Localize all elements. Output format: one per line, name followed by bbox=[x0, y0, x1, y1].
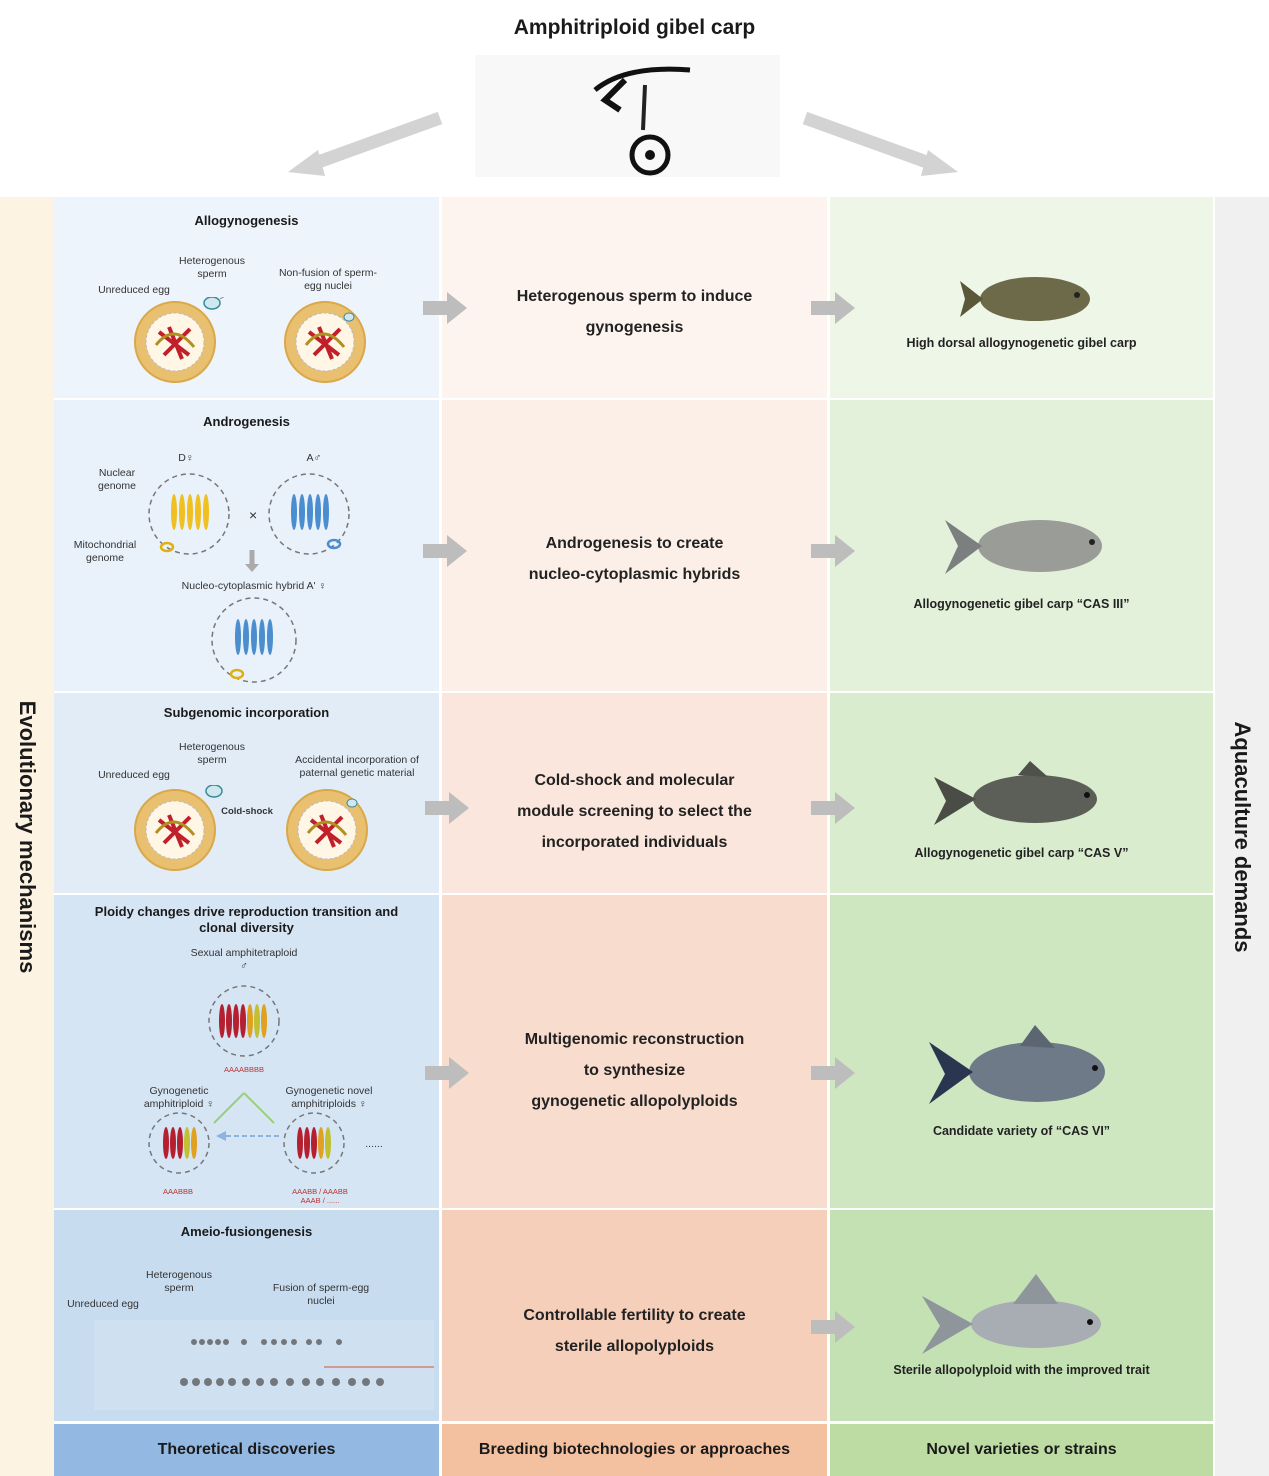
hybrid-label: Nucleo-cytoplasmic hybrid A' ♀ bbox=[181, 580, 327, 592]
arrow-right-icon bbox=[811, 1057, 855, 1089]
gynogenetic-amphitriploid-label: Gynogenetic amphitriploid ♀ bbox=[143, 1085, 215, 1110]
approach-line: to synthesize bbox=[583, 1062, 686, 1079]
arrow-right-icon bbox=[423, 535, 467, 567]
approach-line: Multigenomic reconstruction bbox=[524, 1031, 745, 1048]
variety-cell-1: High dorsal allogynogenetic gibel carp bbox=[830, 197, 1213, 398]
fish-image bbox=[929, 1025, 1105, 1104]
fish-image bbox=[945, 520, 1102, 574]
approach-line: Cold-shock and molecular bbox=[534, 772, 735, 789]
variety-cell-3: Allogynogenetic gibel carp “CAS V” bbox=[830, 693, 1213, 893]
gibel-carp-sketch bbox=[475, 55, 780, 177]
mechanism-cell-ameio: Ameio-fusiongenesis Heterogenous sperm U… bbox=[54, 1210, 439, 1421]
incorporation-label: Accidental incorporation of paternal gen… bbox=[295, 754, 419, 779]
sexual-amphitetraploid-label: Sexual amphitetraploid ♂ bbox=[190, 947, 298, 972]
approach-line: incorporated individuals bbox=[541, 834, 728, 851]
evolutionary-mechanisms-label: Evolutionary mechanisms bbox=[15, 700, 40, 973]
right-side-bar: Aquaculture demands bbox=[1215, 197, 1269, 1476]
arrow-right-icon bbox=[423, 292, 467, 324]
approach-line: nucleo-cytoplasmic hybrids bbox=[528, 566, 741, 583]
diagram-title: Amphitriploid gibel carp bbox=[513, 16, 756, 39]
mechanism-cell-androgenesis: Androgenesis D♀ A♂ Nuclear genome Mitoch… bbox=[54, 400, 439, 691]
variety-name: High dorsal allogynogenetic gibel carp bbox=[906, 336, 1137, 350]
approach-line: sterile allopolyploids bbox=[554, 1338, 715, 1355]
mechanism-cell-allogynogenesis: Allogynogenesis Heterogenous sperm Unred… bbox=[54, 197, 439, 398]
egg-label: Unreduced egg bbox=[98, 769, 170, 781]
ellipsis-label: ...... bbox=[365, 1138, 383, 1150]
left-side-bar: Evolutionary mechanisms bbox=[0, 197, 54, 1476]
left-branch-arrow bbox=[288, 111, 443, 176]
arrow-right-icon bbox=[425, 792, 469, 824]
d-female-label: D♀ bbox=[178, 452, 194, 464]
subgenomic-illustration bbox=[134, 785, 368, 871]
aaaabbbb-label: AAAABBBB bbox=[223, 1065, 265, 1074]
approach-line: Controllable fertility to create bbox=[523, 1307, 746, 1324]
fish-image bbox=[922, 1274, 1101, 1354]
approach-line: module screening to select the bbox=[517, 803, 752, 820]
approach-line: Androgenesis to create bbox=[545, 535, 724, 552]
mechanism-cell-ploidy: Ploidy changes drive reproduction transi… bbox=[54, 895, 439, 1208]
svg-text:×: × bbox=[249, 507, 257, 523]
approach-cell-2: Androgenesis to create nucleo-cytoplasmi… bbox=[442, 400, 827, 691]
arrow-right-icon bbox=[425, 1057, 469, 1089]
approach-cell-4: Multigenomic reconstruction to synthesiz… bbox=[442, 895, 827, 1208]
right-branch-arrow bbox=[802, 111, 958, 176]
approach-cell-5: Controllable fertility to create sterile… bbox=[442, 1210, 827, 1421]
arrow-right-icon bbox=[811, 535, 855, 567]
variety-cell-5: Sterile allopolyploid with the improved … bbox=[830, 1210, 1213, 1421]
fish-image bbox=[960, 277, 1090, 321]
mechanism-title: Allogynogenesis bbox=[194, 213, 299, 228]
ameio-blurred-illustration bbox=[94, 1320, 434, 1410]
approach-cell-3: Cold-shock and molecular module screenin… bbox=[442, 693, 827, 893]
egg-label: Unreduced egg bbox=[67, 1298, 139, 1310]
footer-novel-varieties: Novel varieties or strains bbox=[830, 1424, 1213, 1476]
variety-cell-4: Candidate variety of “CAS VI” bbox=[830, 895, 1213, 1208]
allogynogenesis-illustration bbox=[134, 297, 366, 383]
sperm-label: Heterogenous sperm bbox=[179, 255, 245, 280]
ploidy-illustration bbox=[148, 985, 345, 1174]
approach-line: gynogenetic allopolyploids bbox=[531, 1093, 738, 1110]
egg-label: Unreduced egg bbox=[98, 284, 170, 296]
aaab-label: AAAB / ...... bbox=[300, 1196, 340, 1205]
nuclear-genome-label: Nuclear genome bbox=[98, 467, 136, 492]
mechanism-title: Ploidy changes drive reproduction transi… bbox=[94, 904, 399, 935]
non-fusion-label: Non-fusion of sperm-egg nuclei bbox=[278, 267, 378, 292]
mechanism-title: Ameio-fusiongenesis bbox=[180, 1224, 313, 1239]
arrow-right-icon bbox=[811, 792, 855, 824]
mechanism-title: Subgenomic incorporation bbox=[163, 705, 330, 720]
approach-line: gynogenesis bbox=[585, 319, 684, 336]
variety-name: Allogynogenetic gibel carp “CAS III” bbox=[913, 597, 1130, 611]
fish-image bbox=[934, 761, 1097, 825]
sperm-label: Heterogenous sperm bbox=[179, 741, 245, 766]
variety-name: Sterile allopolyploid with the improved … bbox=[893, 1363, 1150, 1377]
fusion-label: Fusion of sperm-egg nuclei bbox=[272, 1282, 370, 1307]
cold-shock-label: Cold-shock bbox=[221, 806, 273, 817]
a-male-label: A♂ bbox=[306, 452, 322, 464]
mechanism-title: Androgenesis bbox=[203, 414, 290, 429]
variety-name: Candidate variety of “CAS VI” bbox=[932, 1124, 1111, 1138]
approach-cell-1: Heterogenous sperm to induce gynogenesis bbox=[442, 197, 827, 398]
arrow-right-icon bbox=[811, 292, 855, 324]
aaabbb-label: AAABBB bbox=[162, 1187, 193, 1196]
novel-amphitriploids-label: Gynogenetic novel amphitriploids ♀ bbox=[285, 1085, 373, 1110]
aquaculture-demands-label: Aquaculture demands bbox=[1230, 720, 1255, 953]
arrow-right-icon bbox=[811, 1311, 855, 1343]
footer-theoretical-discoveries: Theoretical discoveries bbox=[54, 1424, 439, 1476]
variety-cell-2: Allogynogenetic gibel carp “CAS III” bbox=[830, 400, 1213, 691]
approach-line: Heterogenous sperm to induce bbox=[516, 288, 753, 305]
androgenesis-illustration: × bbox=[148, 473, 350, 683]
mechanism-cell-subgenomic: Subgenomic incorporation Heterogenous sp… bbox=[54, 693, 439, 893]
mitochondrial-genome-label: Mitochondrial genome bbox=[73, 539, 137, 564]
variety-name: Allogynogenetic gibel carp “CAS V” bbox=[914, 846, 1129, 860]
aaabb-label: AAABB / AAABB bbox=[292, 1187, 348, 1196]
footer-breeding-biotechnologies: Breeding biotechnologies or approaches bbox=[442, 1424, 827, 1476]
sperm-label: Heterogenous sperm bbox=[146, 1269, 212, 1294]
